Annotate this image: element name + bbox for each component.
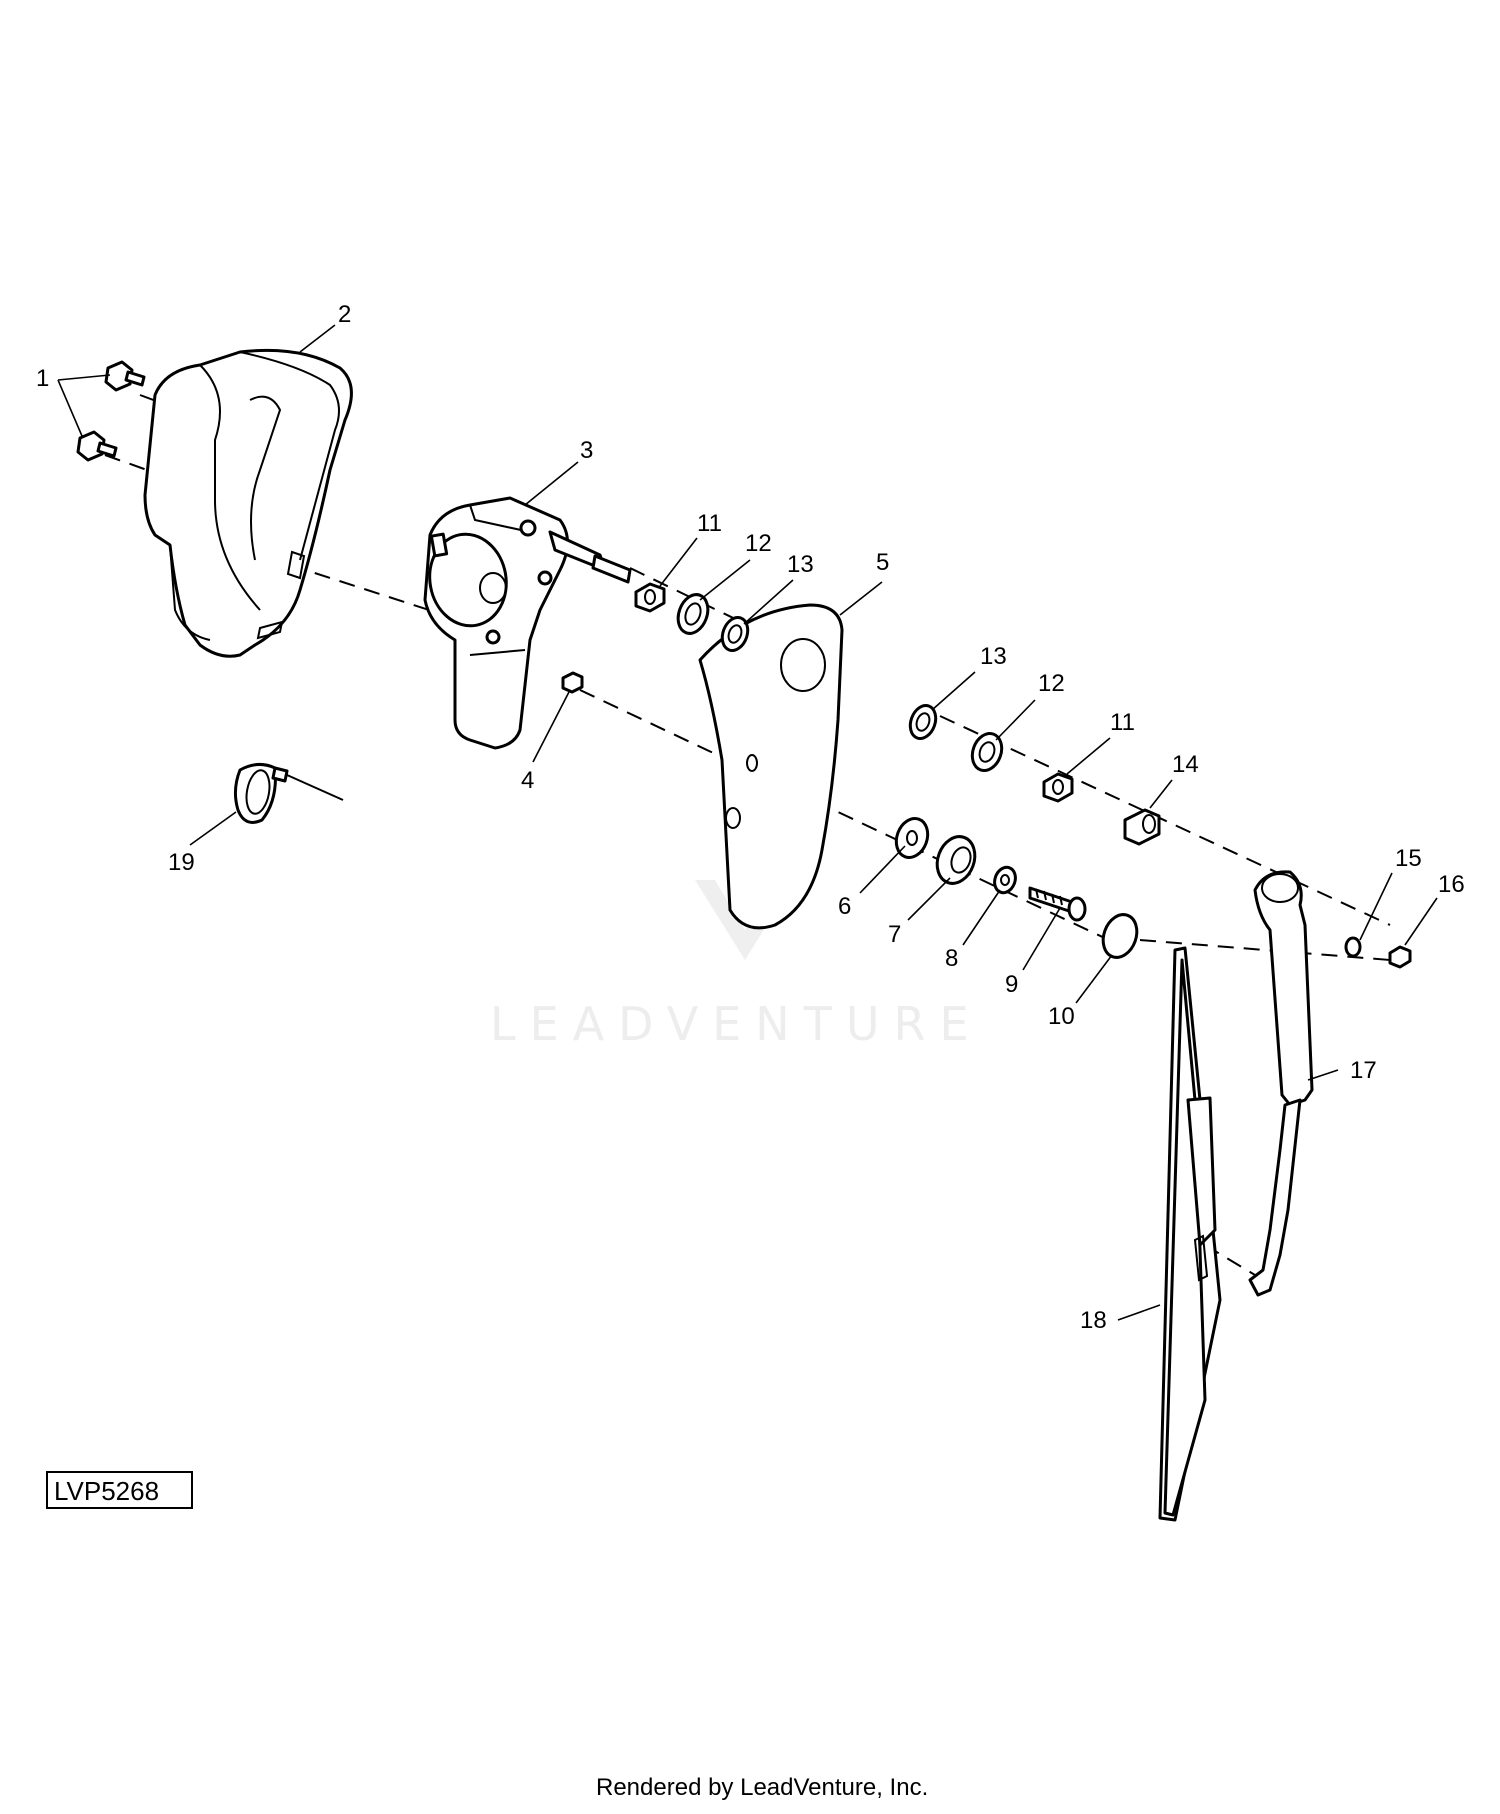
axis-lower-hardware <box>579 689 1131 951</box>
callout-11-lower: 11 <box>1110 709 1135 736</box>
callout-15: 15 <box>1395 845 1422 872</box>
lock-washer-part-12b <box>970 732 1004 772</box>
callout-10: 10 <box>1048 1003 1075 1030</box>
nut-part-4 <box>561 671 584 694</box>
callout-19: 19 <box>168 849 195 876</box>
callout-11-upper: 11 <box>697 510 722 537</box>
cover-part-2 <box>143 348 353 658</box>
washer-part-13a <box>720 616 750 652</box>
diagram-code-frame <box>46 1471 193 1509</box>
washer-part-8 <box>993 865 1017 895</box>
hardware-arm-nut <box>1344 936 1412 969</box>
callout-13-upper: 13 <box>787 551 814 578</box>
washer-part-13b <box>908 704 938 740</box>
axis-arm-nut <box>1139 939 1391 961</box>
callout-14: 14 <box>1172 751 1199 778</box>
plate-part-5 <box>698 603 844 930</box>
leader-lines <box>57 324 1438 1321</box>
axis-cover-motor <box>289 564 461 621</box>
watermark-text: LEADVENTURE <box>490 997 983 1051</box>
callout-9: 9 <box>1005 971 1018 998</box>
hardware-shaft-set <box>908 704 1161 846</box>
callout-8: 8 <box>945 945 958 972</box>
hardware-lower-set <box>894 817 1139 959</box>
callout-6: 6 <box>838 893 851 920</box>
wiper-arm-part-17 <box>1248 870 1314 1297</box>
screw-part-1 <box>76 360 146 462</box>
diagram-code: LVP5268 <box>54 1476 159 1506</box>
callout-7: 7 <box>888 921 901 948</box>
callout-12-lower: 12 <box>1038 670 1065 697</box>
footer-credit: Rendered by LeadVenture, Inc. <box>596 1774 928 1801</box>
callout-4: 4 <box>521 767 534 794</box>
washer-part-15 <box>1344 936 1362 958</box>
nut-part-11a <box>634 582 666 613</box>
callout-1: 1 <box>36 365 49 392</box>
callout-labels: 1 2 3 4 5 11 12 13 13 12 11 14 15 16 17 … <box>36 301 1465 1334</box>
callout-12-upper: 12 <box>745 530 772 557</box>
nut-part-11b <box>1042 772 1074 803</box>
diagram-code-box: LVP5268 <box>46 1471 193 1509</box>
wiper-blade-part-18 <box>1158 946 1222 1522</box>
callout-16: 16 <box>1438 871 1465 898</box>
grommet-part-7 <box>935 835 977 885</box>
cable-tie-part-19 <box>233 763 344 824</box>
callout-3: 3 <box>580 437 593 464</box>
motor-part-3 <box>423 496 632 750</box>
callout-5: 5 <box>876 549 889 576</box>
axis-shaft-arm <box>939 715 1391 926</box>
callout-2: 2 <box>338 301 351 328</box>
hardware-upper-set <box>634 582 750 652</box>
lock-washer-part-12a <box>676 593 710 635</box>
cap-part-10 <box>1101 913 1139 959</box>
nut-part-16 <box>1388 945 1412 969</box>
callout-17: 17 <box>1350 1057 1377 1084</box>
bushing-part-14 <box>1123 808 1161 846</box>
callout-13-lower: 13 <box>980 643 1007 670</box>
callout-18: 18 <box>1080 1307 1107 1334</box>
